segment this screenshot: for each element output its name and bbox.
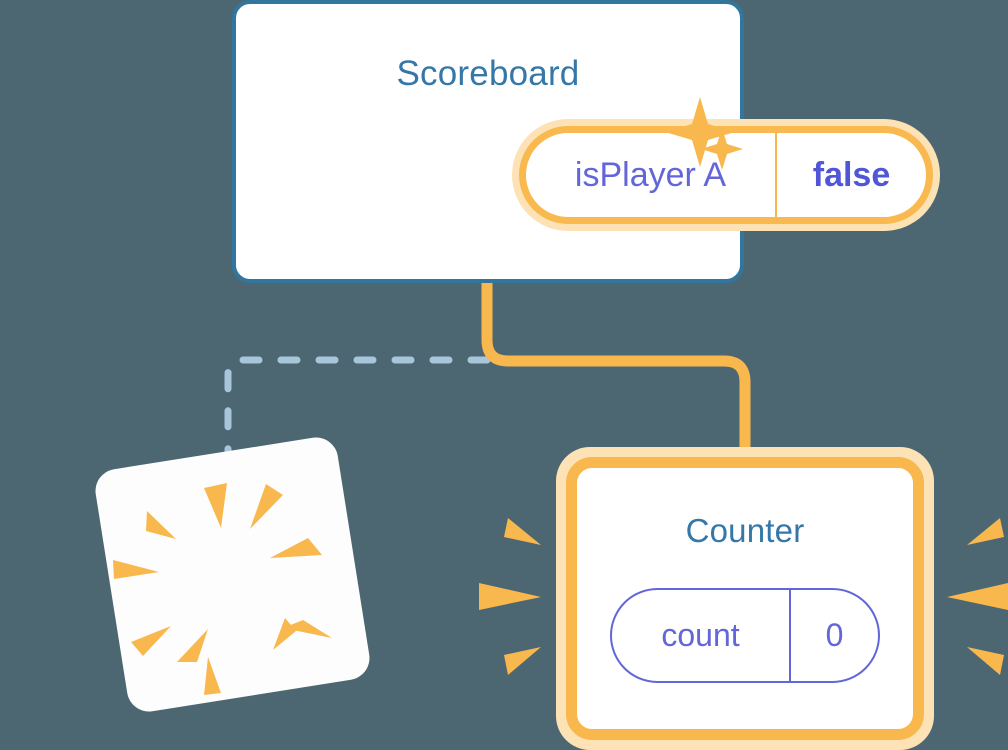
burst-ray bbox=[131, 626, 171, 656]
burst-ray bbox=[504, 647, 541, 675]
burst-ray bbox=[113, 560, 159, 579]
pill-value-label: false bbox=[812, 155, 891, 194]
burst-ray bbox=[270, 538, 322, 558]
connector-solid-scoreboard-to-counter bbox=[481, 283, 751, 470]
card-title-scoreboard: Scoreboard bbox=[396, 54, 580, 93]
card-title-counter: Counter bbox=[685, 512, 805, 549]
burst-ray bbox=[204, 483, 227, 528]
burst-ray bbox=[204, 657, 221, 695]
burst-ray bbox=[177, 629, 208, 662]
state-pill-count[interactable]: count 0 bbox=[610, 588, 880, 683]
pill-divider bbox=[789, 590, 791, 681]
burst-ray bbox=[947, 583, 1008, 610]
connector-dashed-scoreboard-to-blank bbox=[224, 356, 491, 496]
burst-ray bbox=[250, 484, 283, 529]
sparkle-small-icon bbox=[701, 128, 743, 170]
burst-ray bbox=[967, 647, 1004, 675]
pill-divider bbox=[775, 133, 777, 217]
burst-ray bbox=[967, 518, 1004, 545]
pill-key-label: count bbox=[661, 617, 740, 653]
burst-ray-group bbox=[479, 518, 1008, 675]
burst-ray bbox=[504, 518, 541, 545]
burst-ray bbox=[146, 511, 176, 539]
sparkle-large-icon bbox=[665, 97, 735, 167]
burst-ray-group bbox=[113, 483, 332, 695]
card-scoreboard[interactable]: Scoreboard isPlayer A false bbox=[232, 0, 940, 283]
pill-value-label: 0 bbox=[825, 617, 844, 653]
burst-ray bbox=[283, 620, 332, 638]
burst-ray bbox=[479, 583, 541, 610]
